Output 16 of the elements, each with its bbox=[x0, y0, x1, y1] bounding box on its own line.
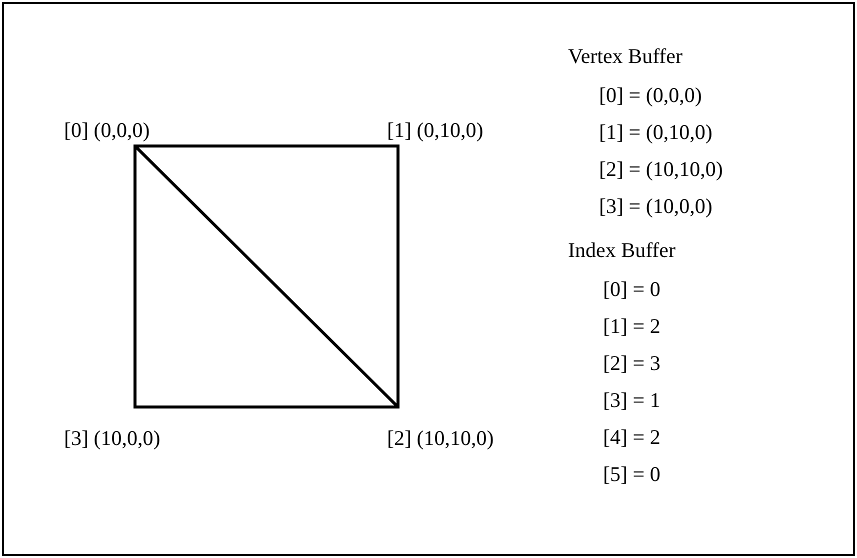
vertex-label: [2] (10,10,0) bbox=[387, 426, 494, 450]
buffer-entry: [0] = (0,0,0) bbox=[599, 83, 702, 107]
buffer-entry: [5] = 0 bbox=[603, 462, 660, 486]
buffer-entry: [3] = (10,0,0) bbox=[599, 194, 712, 218]
buffer-entry: [2] = (10,10,0) bbox=[599, 157, 723, 181]
vertex-label: [0] (0,0,0) bbox=[64, 118, 150, 142]
buffer-entry: [1] = 2 bbox=[603, 314, 660, 338]
vertex-label: [1] (0,10,0) bbox=[387, 118, 484, 142]
buffer-entry: [1] = (0,10,0) bbox=[599, 120, 712, 144]
buffer-entry: [0] = 0 bbox=[603, 277, 660, 301]
buffer-entry: [4] = 2 bbox=[603, 425, 660, 449]
buffer-entry: [2] = 3 bbox=[603, 351, 660, 375]
heading: Index Buffer bbox=[568, 238, 676, 262]
vertex-label: [3] (10,0,0) bbox=[64, 426, 160, 450]
heading: Vertex Buffer bbox=[568, 44, 682, 68]
buffer-entry: [3] = 1 bbox=[603, 388, 660, 412]
